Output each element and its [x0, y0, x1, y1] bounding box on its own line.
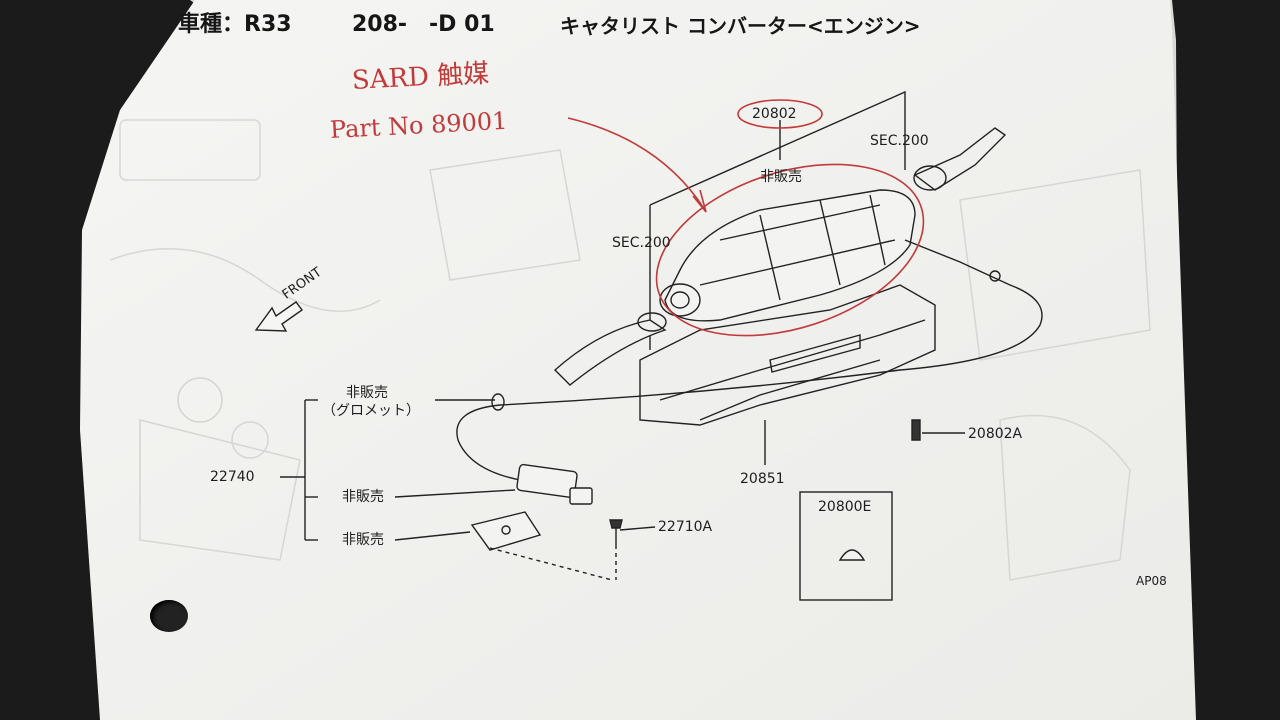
label-not-for-sale-grommet: 非販売 — [346, 385, 388, 401]
label-20800e: 20800E — [818, 499, 872, 515]
section-code: 208- -D 01 — [352, 12, 495, 37]
label-20851: 20851 — [740, 471, 785, 487]
paper-sheet — [80, 0, 1196, 720]
label-20802a: 20802A — [968, 426, 1023, 442]
punch-hole — [150, 600, 188, 632]
label-22740: 22740 — [210, 469, 255, 485]
label-sec200-upper: SEC.200 — [870, 133, 929, 149]
label-page-code: AP08 — [1136, 574, 1167, 588]
parts-diagram — [254, 90, 1043, 601]
label-22710a: 22710A — [658, 519, 713, 535]
label-sec200-left: SEC.200 — [612, 235, 671, 251]
front-arrow-icon — [254, 301, 303, 332]
label-not-for-sale-top: 非販売 — [760, 169, 802, 185]
handwritten-brand: SARD 触媒 — [351, 58, 490, 96]
model-label: 車種：R33 — [178, 12, 292, 37]
red-pen-markings — [567, 99, 925, 337]
label-20802: 20802 — [752, 106, 797, 122]
label-not-for-sale-bracket: 非販売 — [342, 532, 384, 548]
part-number-circle — [737, 99, 823, 129]
label-not-for-sale-sensor: 非販売 — [342, 489, 384, 505]
inset-box — [799, 491, 893, 601]
catalytic-converter — [664, 189, 916, 322]
converter-circle — [655, 163, 925, 337]
page-title: キャタリスト コンバーター<エンジン> — [560, 14, 921, 38]
show-through-drawing — [109, 119, 1151, 581]
label-grommet: （グロメット） — [322, 403, 420, 419]
